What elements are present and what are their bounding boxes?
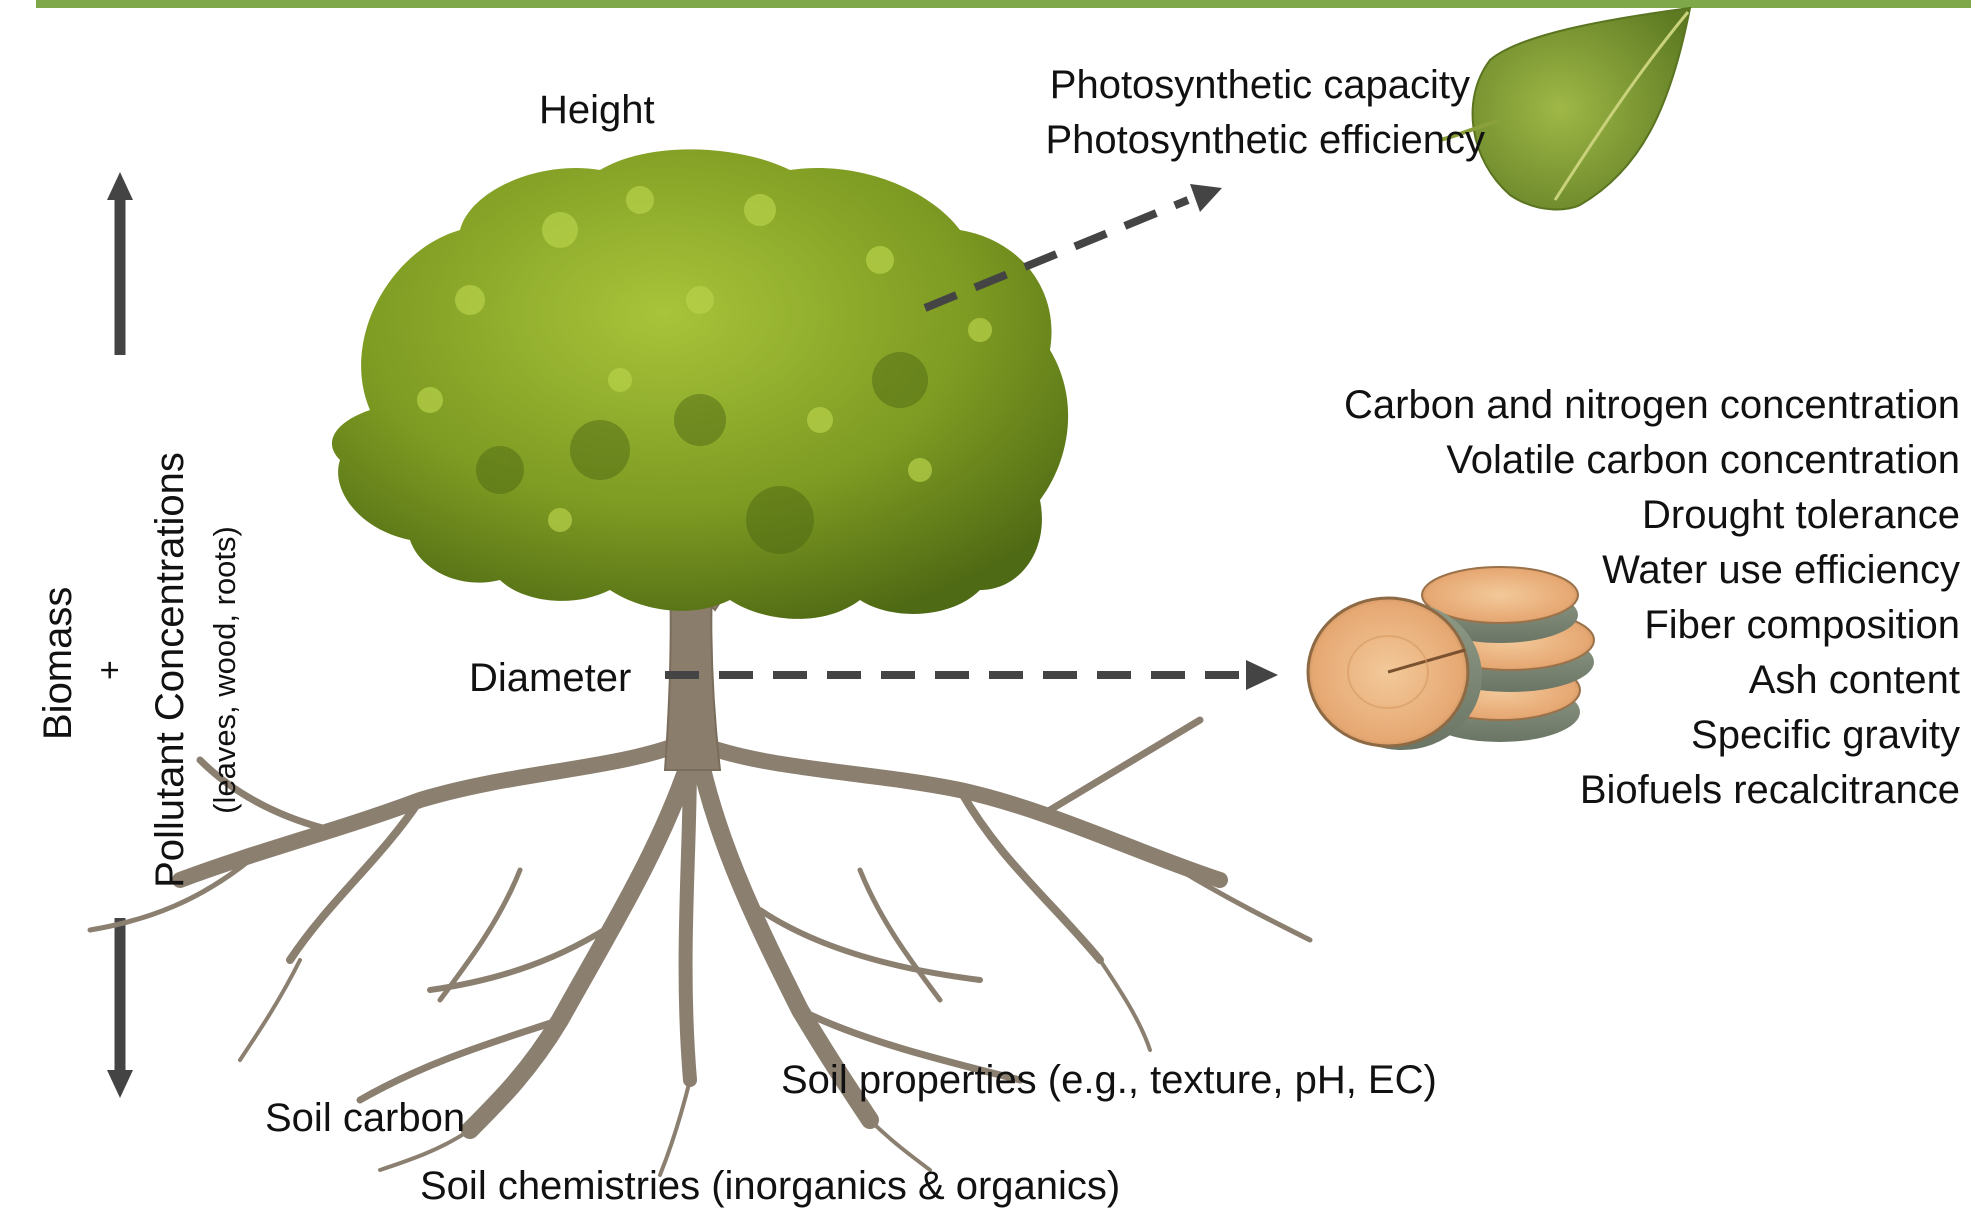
- wood-trait-carbon-nitrogen: Carbon and nitrogen concentration: [1200, 378, 1960, 433]
- leaf-trait-photosynthetic-efficiency: Photosynthetic efficiency: [990, 113, 1485, 168]
- wood-trait-biofuels-recalcitrance: Biofuels recalcitrance: [1200, 763, 1960, 818]
- wood-traits-list: Carbon and nitrogen concentration Volati…: [1200, 378, 1960, 818]
- down-arrow-icon: [107, 918, 133, 1098]
- arrow-to-wood: [665, 660, 1278, 690]
- leaf-trait-photosynthetic-capacity: Photosynthetic capacity: [990, 58, 1470, 113]
- up-arrow-icon: [107, 172, 133, 355]
- soil-properties-label: Soil properties (e.g., texture, pH, EC): [781, 1060, 1437, 1100]
- wood-trait-fiber-composition: Fiber composition: [1200, 598, 1960, 653]
- side-label-pollutant: Pollutant Concentrations: [148, 430, 192, 910]
- wood-trait-ash-content: Ash content: [1200, 653, 1960, 708]
- height-label: Height: [539, 90, 655, 130]
- tree-icon: [332, 149, 1068, 619]
- soil-chemistries-label: Soil chemistries (inorganics & organics): [420, 1166, 1120, 1206]
- leaf-traits-list: Photosynthetic capacity Photosynthetic e…: [990, 58, 1490, 168]
- side-label-biomass: Biomass: [36, 600, 80, 740]
- soil-carbon-label: Soil carbon: [265, 1098, 465, 1138]
- side-label-tissues: (leaves, wood, roots): [205, 480, 245, 860]
- wood-trait-water-use-efficiency: Water use efficiency: [1200, 543, 1960, 598]
- wood-trait-drought-tolerance: Drought tolerance: [1200, 488, 1960, 543]
- diameter-label: Diameter: [469, 658, 631, 698]
- side-label-plus: +: [88, 600, 132, 740]
- top-bar: [36, 0, 1971, 8]
- biomass-pollutant-side-label: Biomass + Pollutant Concentrations (leav…: [10, 380, 250, 920]
- wood-trait-specific-gravity: Specific gravity: [1200, 708, 1960, 763]
- wood-trait-volatile-carbon: Volatile carbon concentration: [1200, 433, 1960, 488]
